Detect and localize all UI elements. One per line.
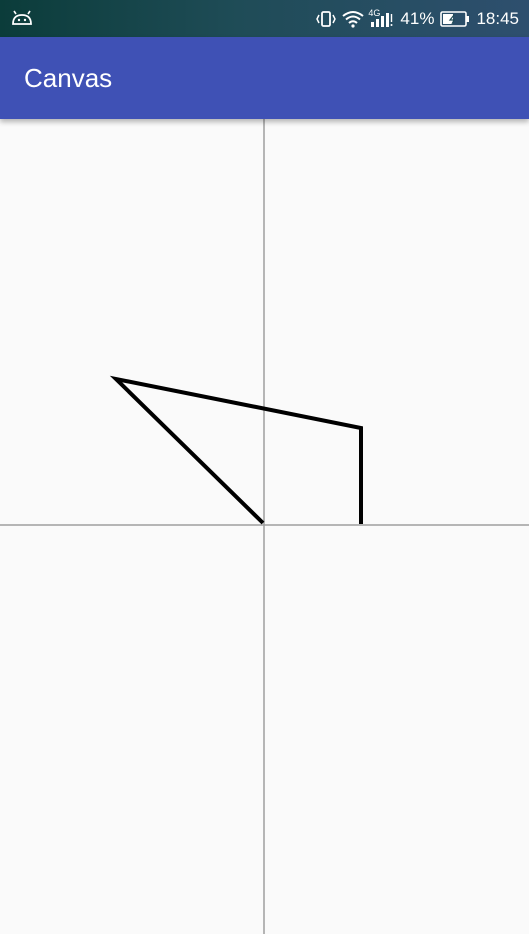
- network-type-label: 4G: [368, 7, 381, 18]
- drawn-path: [109, 375, 363, 525]
- app-bar: Canvas: [0, 37, 529, 119]
- drawing-canvas[interactable]: [0, 119, 529, 934]
- status-icons: 4G 41% 18:45: [316, 0, 519, 37]
- battery-icon: [440, 10, 470, 28]
- canvas-svg: [0, 119, 529, 934]
- wifi-icon: [342, 10, 365, 28]
- status-bar: 4G 41% 18:45: [0, 0, 529, 37]
- android-debug-icon: [10, 9, 34, 27]
- vibrate-icon: [316, 10, 337, 28]
- status-clock: 18:45: [476, 9, 519, 28]
- app-title: Canvas: [24, 63, 113, 93]
- battery-percent: 41%: [400, 9, 435, 28]
- signal-4g-icon: 4G: [368, 7, 394, 28]
